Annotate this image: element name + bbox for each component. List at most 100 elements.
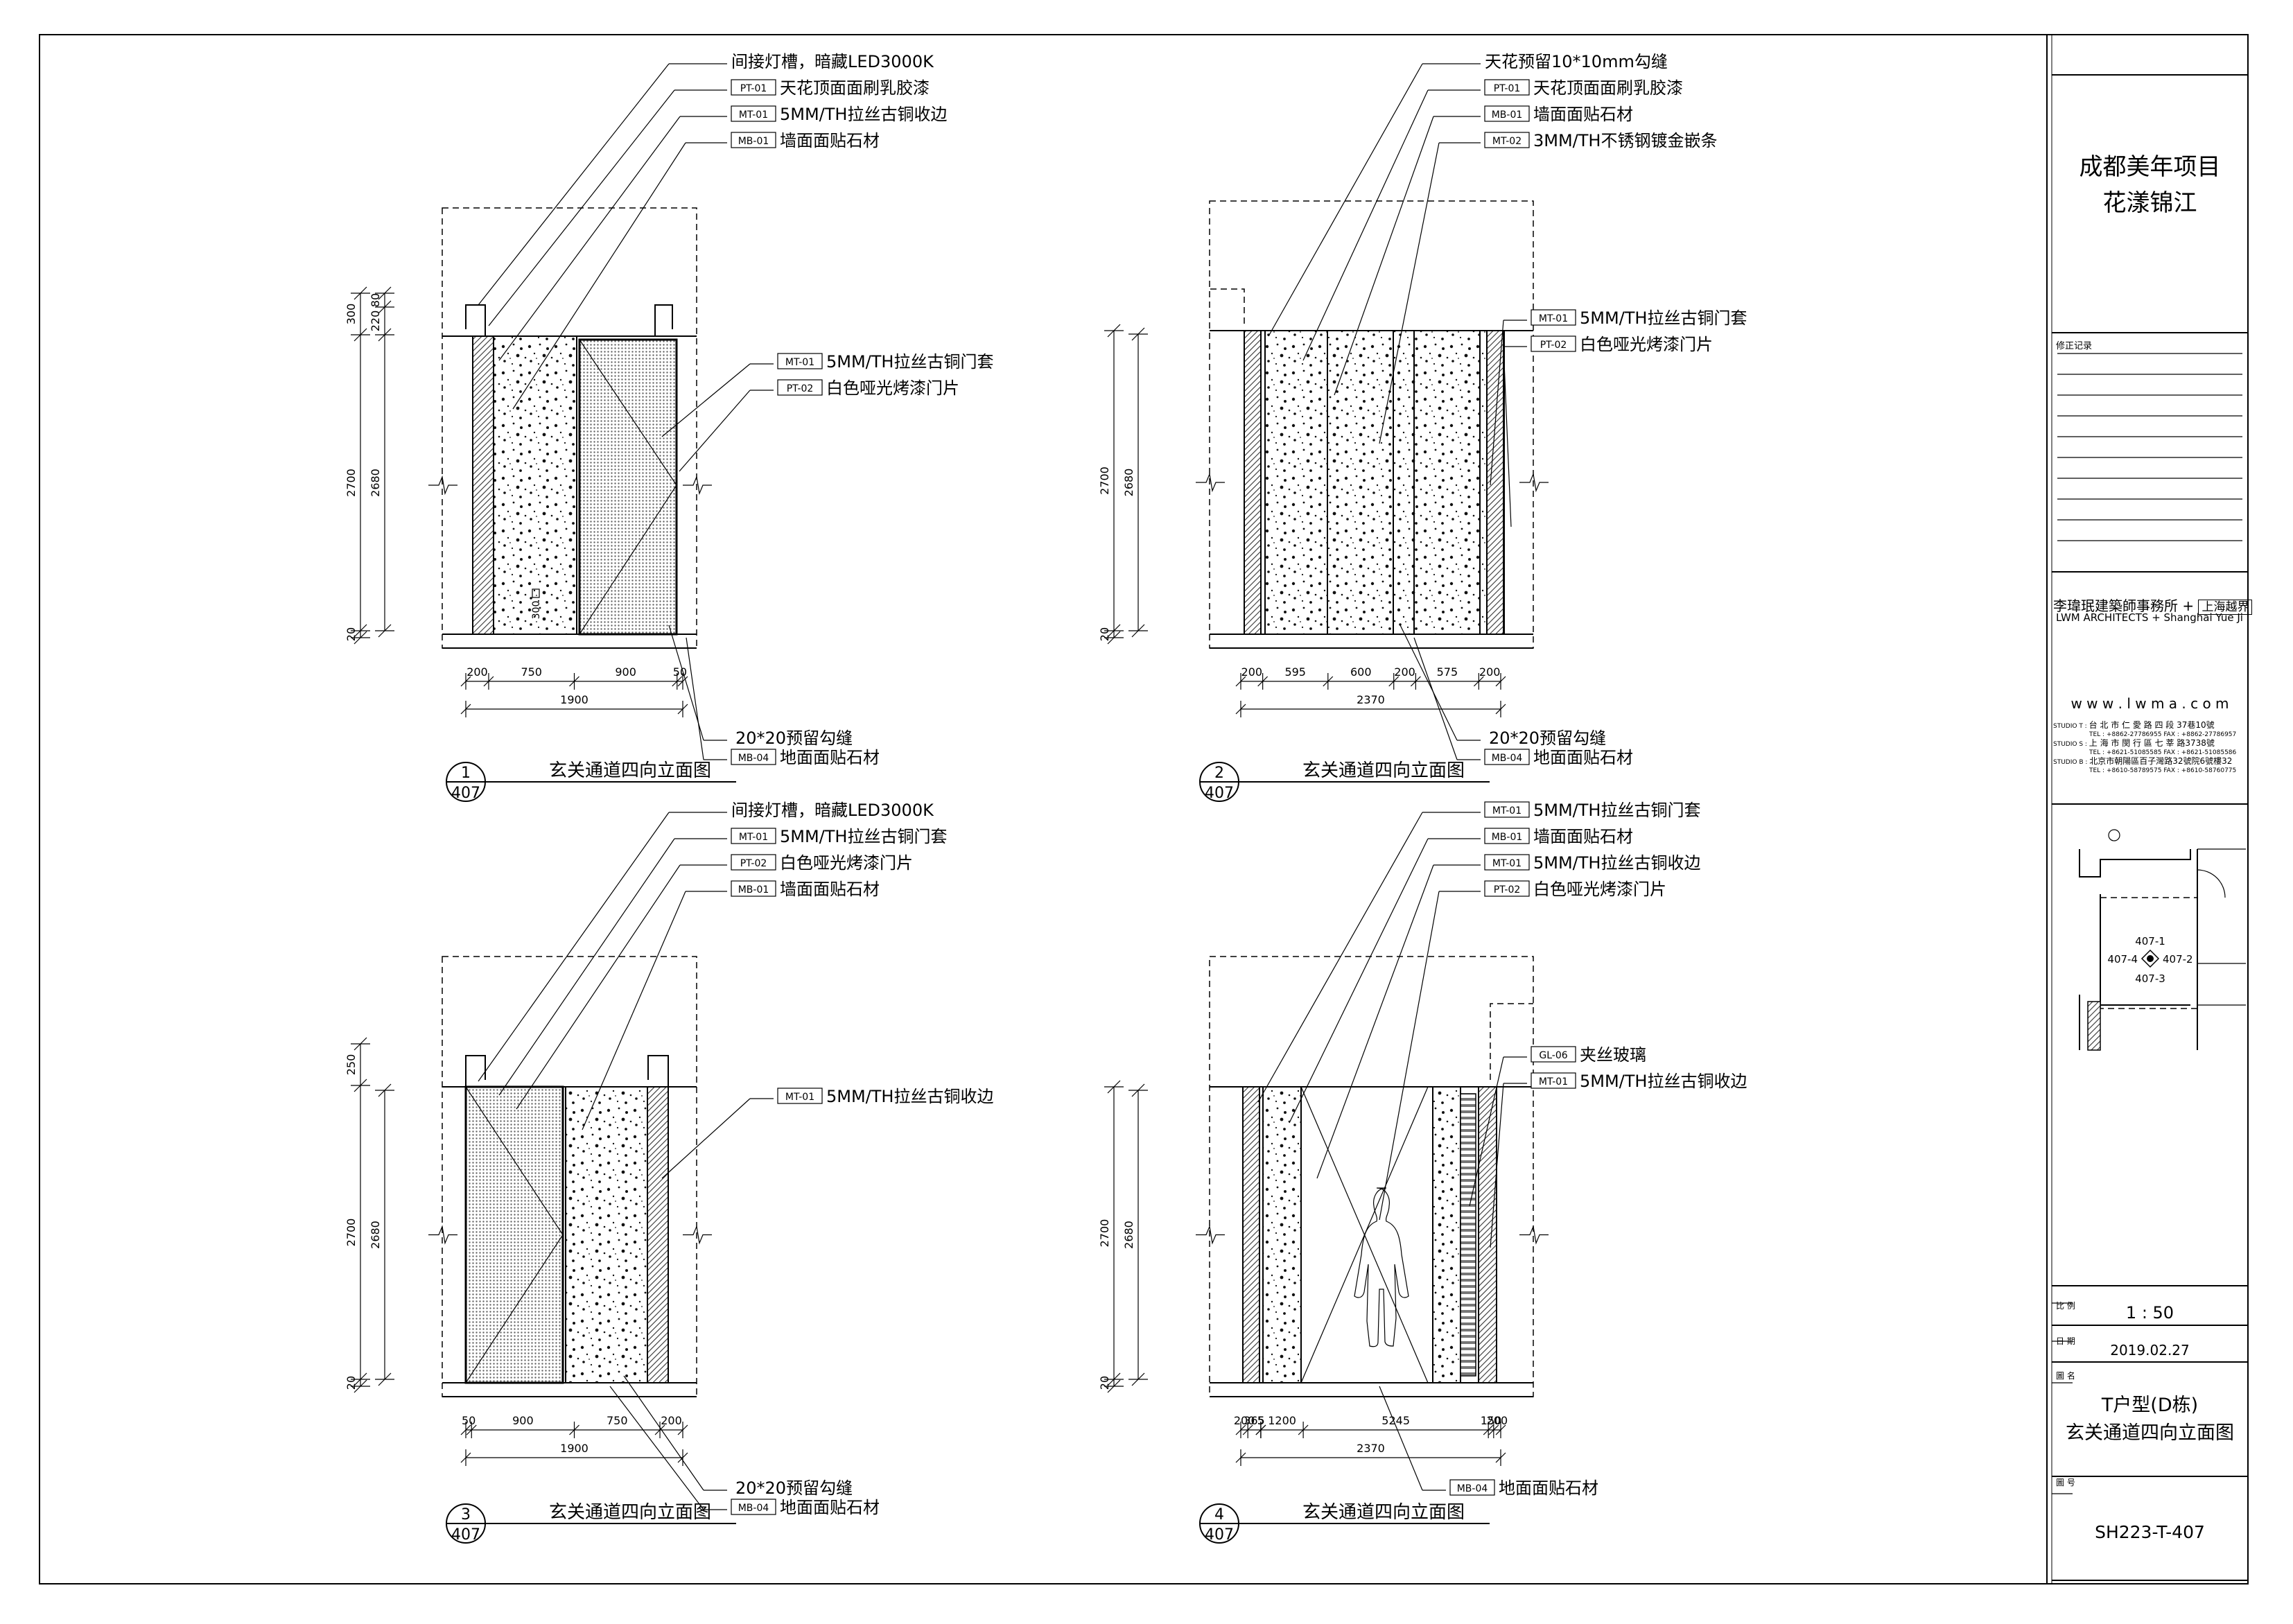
leader-line: [478, 63, 670, 306]
leader-line: [1302, 89, 1429, 361]
width-dim-chain-label: 200: [1241, 665, 1263, 679]
callout-right-1-tag-box: [777, 353, 823, 369]
width-dim-chain-label: 200: [1479, 665, 1501, 679]
studio-contact: TEL : +8862-27786955 FAX : +8862-2778695…: [2089, 731, 2237, 738]
height-dim-outer-label: 300: [345, 304, 358, 325]
callout-bottom-1-text: 20*20预留勾缝: [1489, 728, 1606, 748]
break-mark: [683, 475, 712, 496]
callout-right-1-tag: MT-01: [1539, 313, 1568, 324]
callout-right-2-tag: MT-01: [1539, 1076, 1568, 1088]
callout-bottom-2-tag: MB-04: [738, 1503, 769, 1514]
width-dim-chain-label: 600: [1350, 665, 1372, 679]
callout-top-2-tag-box: [731, 79, 776, 96]
callout-right-2-text: 白色哑光烤漆门片: [1580, 335, 1713, 354]
width-dim-chain-label: 200: [1234, 1414, 1255, 1427]
door-swing: [465, 1086, 564, 1383]
leader-line: [1469, 1056, 1504, 1207]
width-dim-chain-label: 200: [467, 665, 488, 679]
switch-height-note: 300: [531, 601, 542, 620]
drawing-number: SH223-T-407: [2095, 1522, 2205, 1542]
project-name-line2: 花漾锦江: [2102, 189, 2197, 217]
width-dim-total-label: 2370: [1357, 1442, 1385, 1455]
callout-right-2-text: 5MM/TH拉丝古铜收边: [1580, 1072, 1747, 1091]
date-label: 日 期: [2056, 1336, 2075, 1346]
stone-wall-panel: [1264, 330, 1505, 635]
studio-contact: TEL : +8621-51085585 FAX : +8621-5108558…: [2089, 749, 2237, 756]
height-dim-inner-label: 220: [369, 311, 382, 332]
callout-top-1-tag-box: [1484, 801, 1530, 818]
firm-website: w w w . l w m a . c o m: [2070, 695, 2229, 712]
width-dim-chain-label: 5: [1257, 1414, 1264, 1427]
key-plan-wall: [2100, 894, 2190, 1006]
leader-line: [1379, 891, 1440, 1221]
callout-bottom-1-tag: MB-04: [1457, 1483, 1488, 1494]
callout-bottom-2-text: 地面面贴石材: [780, 748, 880, 767]
width-dim-chain-label: 365: [1244, 1414, 1265, 1427]
leader-line: [1413, 637, 1458, 760]
width-dim-chain-label: 595: [1284, 665, 1306, 679]
callout-top-3-text: 白色哑光烤漆门片: [780, 853, 913, 873]
callout-top-2-text: 5MM/TH拉丝古铜门套: [780, 827, 947, 846]
callout-top-3-text: 5MM/TH拉丝古铜收边: [1533, 853, 1700, 873]
view-sheet-ref: 407: [451, 785, 480, 802]
break-mark: [1519, 472, 1549, 493]
studio-label: STUDIO S :: [2053, 741, 2089, 748]
view-sheet-ref: 407: [1205, 1526, 1234, 1544]
view-sheet-ref: 407: [1205, 785, 1234, 802]
callout-right-1-tag-box: [777, 1088, 823, 1104]
firm-name-cn: 李瑋珉建築師事務所 + 上海越界: [2053, 595, 2253, 615]
scale-value: 1 : 50: [2125, 1303, 2174, 1322]
callout-top-2-text: 天花顶面面刷乳胶漆: [1533, 78, 1683, 98]
callout-top-3-tag: PT-02: [740, 858, 767, 869]
light-trough-right: [647, 1055, 669, 1087]
key-plan-fixture: [2108, 829, 2120, 841]
width-dim-chain-label: 50: [462, 1414, 476, 1427]
callout-right-2-tag-box: [1531, 335, 1576, 352]
drawing-name-label: 圖 名: [2056, 1371, 2075, 1381]
height-dim-outer-label: 2700: [345, 1219, 358, 1247]
project-name-line1: 成都美年项目: [2079, 153, 2221, 181]
scale-label: 比 例: [2056, 1301, 2075, 1311]
key-plan-column: [2087, 1001, 2101, 1051]
leader-line: [516, 864, 681, 1110]
light-trough-left: [465, 1055, 486, 1087]
view-sheet-ref: 407: [451, 1526, 480, 1544]
view-number: 2: [1214, 765, 1224, 782]
light-trough-left: [465, 304, 486, 336]
callout-right-1-text: 夹丝玻璃: [1580, 1045, 1646, 1065]
callout-top-1-text: 5MM/TH拉丝古铜门套: [1533, 801, 1700, 820]
switch: [532, 588, 540, 598]
view-number: 3: [461, 1506, 471, 1523]
callout-top-1-tag: MT-01: [1492, 805, 1522, 817]
callout-right-1-text: 5MM/TH拉丝古铜门套: [826, 352, 993, 372]
leader-line: [661, 363, 751, 437]
view-caption: 玄关通道四向立面图: [549, 1502, 711, 1523]
callout-top-4-tag: MT-02: [1492, 136, 1522, 147]
leader-line: [1316, 864, 1434, 1179]
leader-line: [1503, 346, 1512, 527]
width-dim-chain-label: 750: [521, 665, 542, 679]
leader-line: [661, 1098, 751, 1179]
width-dim-chain-label: 5245: [1381, 1414, 1410, 1427]
leader-line: [1379, 142, 1440, 444]
callout-right-2-text: 白色哑光烤漆门片: [826, 378, 959, 398]
callout-right-1-tag: GL-06: [1539, 1050, 1567, 1061]
width-dim-chain-label: 150: [1481, 1414, 1502, 1427]
height-dim-inner-label: 80: [369, 293, 382, 307]
view-caption: 玄关通道四向立面图: [1302, 1502, 1465, 1523]
callout-right-1-text: 5MM/TH拉丝古铜门套: [1580, 308, 1747, 328]
callout-right-1-tag: MT-01: [785, 357, 814, 368]
firm-cn-text: 李瑋珉建築師事務所 +: [2053, 597, 2195, 614]
door-leaf: [578, 338, 678, 636]
width-dim-total-label: 1900: [560, 693, 588, 706]
callout-top-4-text: 3MM/TH不锈钢镀金嵌条: [1533, 131, 1717, 150]
break-mark: [428, 1225, 457, 1245]
callout-bottom-1-tag-box: [1449, 1479, 1495, 1496]
date-value: 2019.02.27: [2110, 1342, 2190, 1359]
callout-top-4-text: 墙面面贴石材: [780, 131, 880, 150]
studio-contact: TEL : +8610-58789575 FAX : +8610-5876077…: [2089, 767, 2237, 774]
